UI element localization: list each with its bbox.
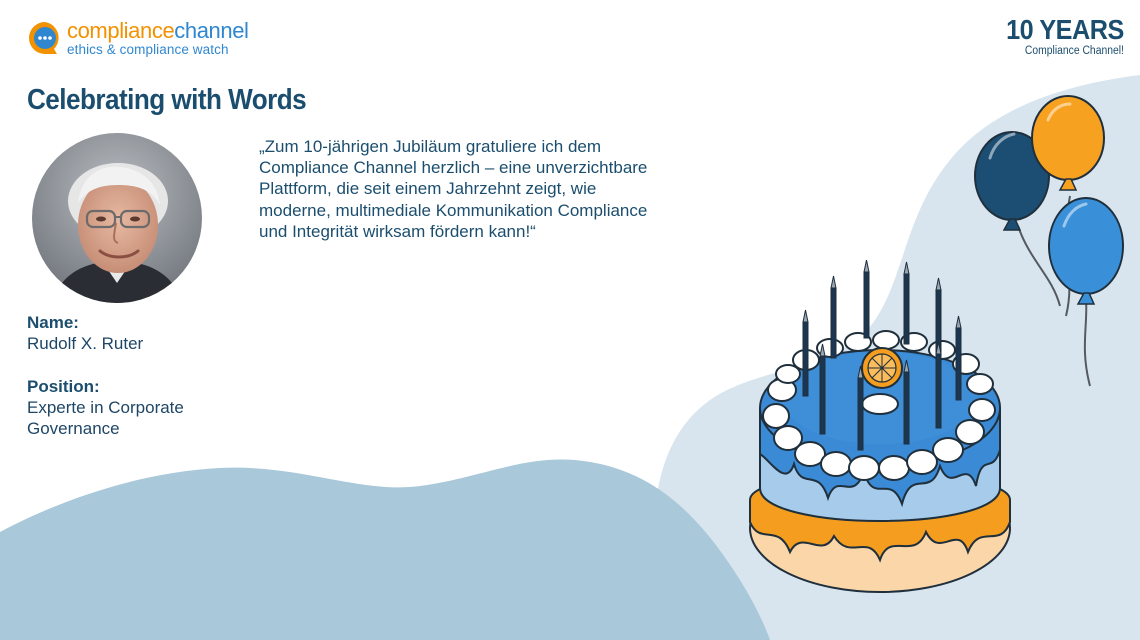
person-position: Experte in Corporate Governance xyxy=(27,398,184,438)
quote-text: „Zum 10-jährigen Jubiläum gratuliere ich… xyxy=(259,137,648,241)
portrait-photo xyxy=(32,133,202,303)
anniversary-badge-title: 10 YEARS xyxy=(1006,14,1124,45)
position-label: Position: xyxy=(27,377,100,396)
chat-bubble-icon xyxy=(29,22,59,55)
name-label: Name: xyxy=(27,313,79,332)
logo-name: compliancechannel xyxy=(67,20,249,42)
bottom-background-wave xyxy=(0,459,770,640)
brand-logo[interactable]: compliancechannel ethics & compliance wa… xyxy=(27,20,249,57)
person-name: Rudolf X. Ruter xyxy=(27,334,144,353)
person-portrait-icon xyxy=(32,133,202,303)
person-info: Name: Rudolf X. Ruter Position: Experte … xyxy=(27,312,217,439)
logo-name-part1: compliance xyxy=(67,18,175,43)
logo-name-part2: channel xyxy=(174,18,249,43)
balloons-icon xyxy=(974,95,1124,387)
birthday-cake-icon xyxy=(749,260,1011,593)
logo-tagline: ethics & compliance watch xyxy=(67,42,229,57)
logo-wordmark: compliancechannel ethics & compliance wa… xyxy=(67,20,249,57)
anniversary-badge-subtitle: Compliance Channel! xyxy=(1025,45,1124,57)
anniversary-badge: 10 YEARS Compliance Channel! xyxy=(993,16,1124,58)
page-title: Celebrating with Words xyxy=(27,84,307,116)
